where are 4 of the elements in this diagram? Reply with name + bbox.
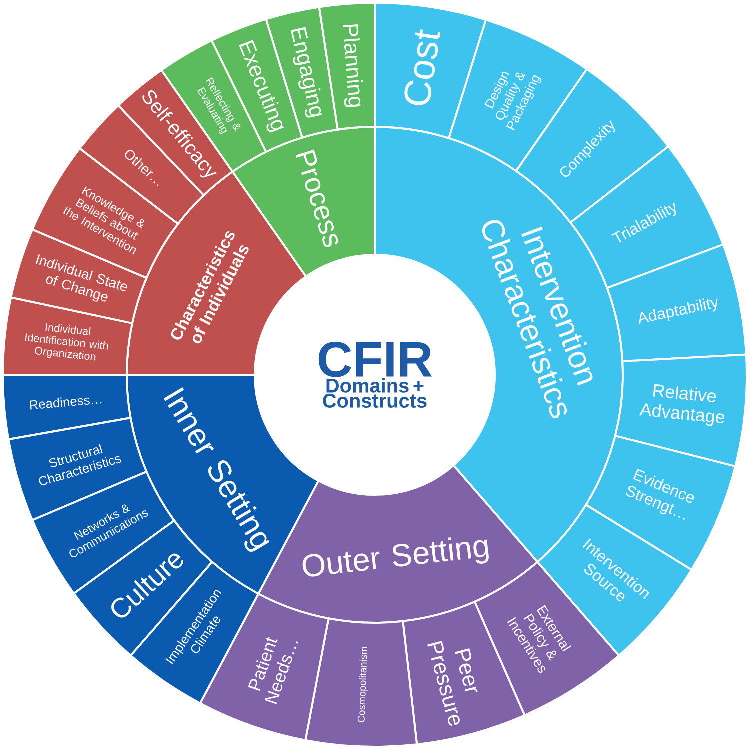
construct-segment: Readiness… [2, 374, 132, 441]
construct-segment: Cosmopolitanism [304, 618, 418, 748]
construct-segment: Relative Advantage [614, 354, 748, 468]
construct-segment: Adaptability [606, 244, 748, 362]
